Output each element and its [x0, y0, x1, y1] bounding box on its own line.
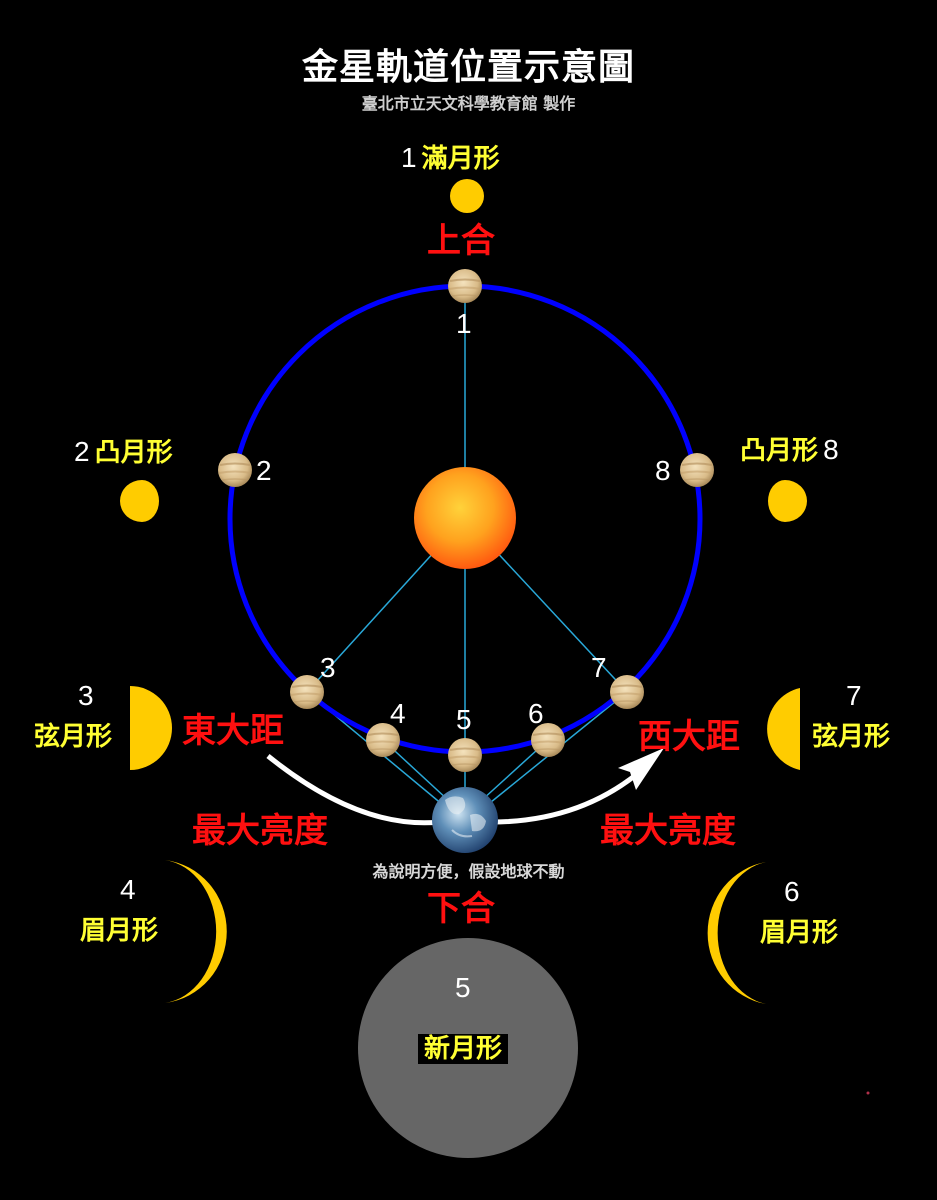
orbit-number-5: 5: [456, 704, 472, 735]
earth-icon: [432, 787, 498, 853]
phase-name-6: 眉月形: [760, 918, 839, 948]
phase-number-4: 4: [120, 874, 136, 905]
phase-number-3: 3: [78, 680, 94, 711]
phase-name-5: 新月形: [418, 1034, 509, 1064]
orbit-number-2: 2: [256, 455, 272, 486]
phase-name-3: 弦月形: [34, 722, 113, 752]
phase-name: 凸月形: [94, 438, 173, 468]
venus-position-7: [609, 674, 645, 710]
phase-number: 2: [74, 436, 90, 467]
sun-icon: [414, 467, 516, 569]
phase-crescent-east-icon: [165, 860, 227, 1003]
event-superior-conjunction: 上合: [427, 221, 495, 261]
phase-number-5: 5: [455, 972, 471, 1003]
venus-position-8: [679, 452, 715, 488]
orbit-number-6: 6: [528, 698, 544, 729]
orbit-number-7: 7: [591, 652, 607, 683]
venus-position-3: [289, 674, 325, 710]
event-greatest-western-elongation: 西大距: [638, 717, 740, 757]
phase-label-2: 2 凸月形: [74, 436, 173, 468]
event-greatest-eastern-elongation: 東大距: [182, 711, 284, 751]
phase-quarter-west-icon: [767, 688, 800, 770]
phase-label-1: 1 滿月形: [401, 142, 500, 174]
diagram-title: 金星軌道位置示意圖: [301, 47, 635, 88]
phase-number: 8: [823, 434, 839, 465]
stray-dot: [866, 1091, 870, 1095]
venus-position-2: [217, 452, 253, 488]
phase-name-7: 弦月形: [812, 722, 891, 752]
diagram-credit: 臺北市立天文科學教育館 製作: [361, 94, 576, 113]
phase-number-6: 6: [784, 876, 800, 907]
event-greatest-brilliancy-east: 最大亮度: [192, 811, 328, 851]
event-inferior-conjunction: 下合: [427, 889, 495, 929]
phase-label-8: 凸月形 8: [740, 434, 839, 466]
orbit-number-8: 8: [655, 455, 671, 486]
phase-name-4: 眉月形: [80, 916, 159, 946]
phase-number: 1: [401, 142, 417, 173]
phase-name: 凸月形: [740, 436, 819, 466]
orbit-number-4: 4: [390, 698, 406, 729]
motion-arrow: [266, 748, 664, 826]
event-greatest-brilliancy-west: 最大亮度: [600, 811, 736, 851]
orbit-number-3: 3: [320, 652, 336, 683]
orbit-number-1: 1: [456, 308, 472, 339]
phase-full-icon: [450, 179, 484, 213]
venus-position-5: [447, 737, 483, 773]
phase-number-7: 7: [846, 680, 862, 711]
phase-crescent-west-icon: [707, 862, 766, 1004]
venus-position-1: [447, 268, 483, 304]
phase-quarter-east-icon: [130, 686, 172, 770]
earth-stationary-note: 為說明方便，假設地球不動: [372, 862, 565, 881]
phase-gibbous-east-icon: [120, 480, 159, 522]
phase-gibbous-west-icon: [768, 480, 807, 522]
phase-name: 滿月形: [421, 144, 500, 174]
